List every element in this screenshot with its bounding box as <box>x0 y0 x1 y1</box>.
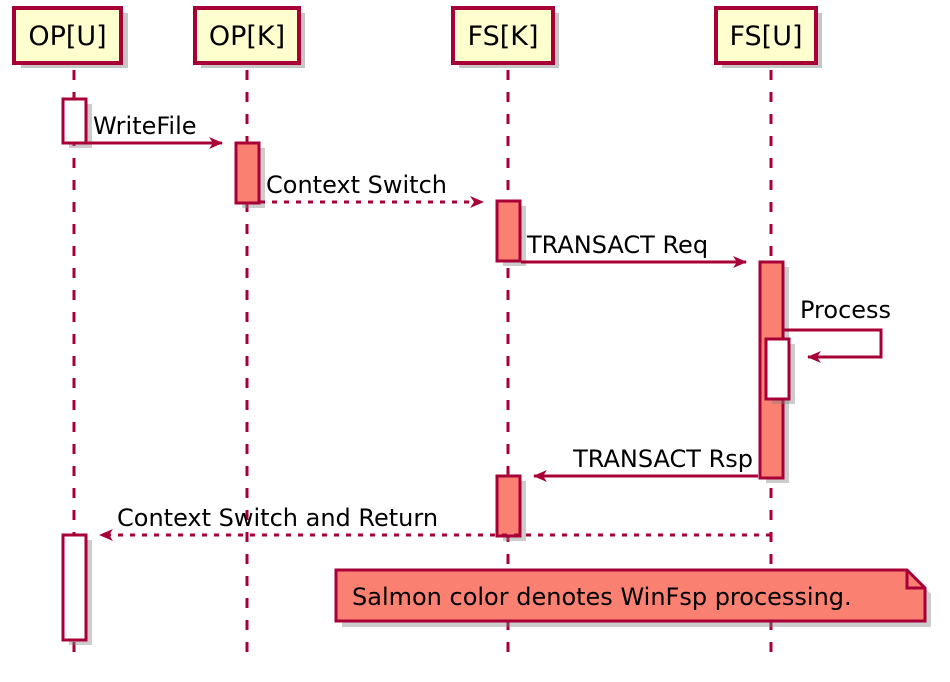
note-folded-corner <box>905 570 925 590</box>
activation-fs-k-second <box>495 474 526 541</box>
participant-fs-k[interactable]: FS[K] <box>451 6 559 68</box>
participant-box[interactable] <box>451 6 555 65</box>
participant-op-k[interactable]: OP[K] <box>193 6 305 68</box>
activation-bar <box>234 141 261 205</box>
message-context-switch-return[interactable]: Context Switch and Return <box>99 504 771 541</box>
activation-fs-u-nested <box>764 337 795 404</box>
participant-label: OP[U] <box>28 21 106 52</box>
message-writefile[interactable]: WriteFile <box>87 112 223 149</box>
legend-note: Salmon color denotes WinFsp processing. <box>334 568 931 627</box>
message-transact-req[interactable]: TRANSACT Req <box>521 231 747 268</box>
activation-bar <box>61 533 88 642</box>
self-message-loop <box>784 328 883 363</box>
activation-bar <box>495 199 522 263</box>
note-text: Salmon color denotes WinFsp processing. <box>352 583 852 611</box>
participant-box[interactable] <box>714 6 818 65</box>
message-label: Process <box>800 296 891 324</box>
activation-bar <box>495 474 522 538</box>
participant-box[interactable] <box>12 6 123 65</box>
message-context-switch[interactable]: Context Switch <box>260 171 484 208</box>
note-body <box>334 568 927 623</box>
message-label: WriteFile <box>93 112 197 140</box>
activation-op-u-bottom <box>61 533 92 645</box>
participant-label: FS[U] <box>729 21 802 52</box>
participant-op-u[interactable]: OP[U] <box>12 6 128 68</box>
message-transact-rsp[interactable]: TRANSACT Rsp <box>533 445 758 482</box>
message-label: TRANSACT Rsp <box>572 445 753 473</box>
participant-box[interactable] <box>193 6 301 65</box>
message-label: TRANSACT Req <box>526 231 708 259</box>
activation-op-u-top <box>61 97 92 148</box>
participant-fs-u[interactable]: FS[U] <box>714 6 822 68</box>
activation-op-k <box>234 141 265 208</box>
activation-bar <box>764 337 791 401</box>
activation-bar <box>61 97 88 145</box>
message-process-self[interactable]: Process <box>784 296 891 363</box>
message-label: Context Switch <box>266 171 447 199</box>
message-label: Context Switch and Return <box>117 504 438 532</box>
participant-label: OP[K] <box>209 21 285 52</box>
participant-label: FS[K] <box>468 21 539 52</box>
activation-fs-k-first <box>495 199 526 266</box>
